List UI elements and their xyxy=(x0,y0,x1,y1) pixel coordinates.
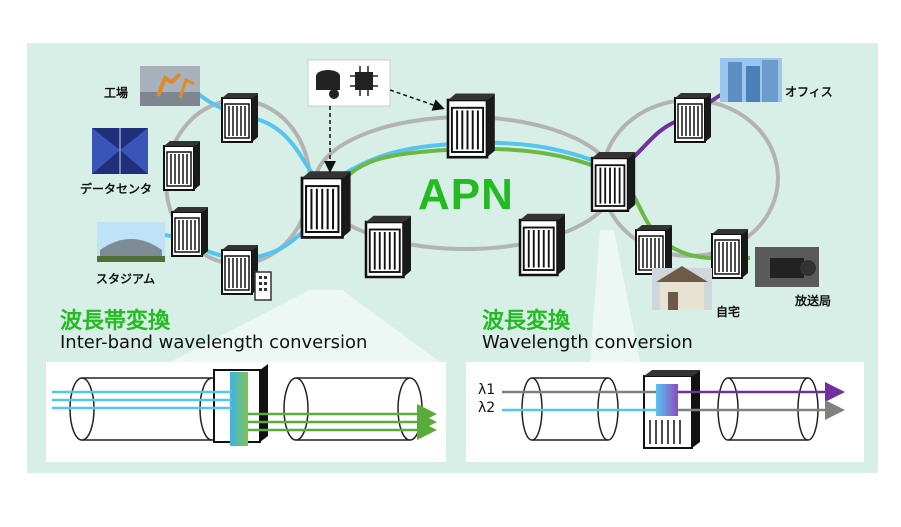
lambda2-label: λ2 xyxy=(478,400,496,416)
node-center-top xyxy=(446,92,497,159)
left-converter xyxy=(213,364,268,446)
node-left-top xyxy=(221,92,259,143)
factory-photo xyxy=(140,66,200,106)
broadcast-photo xyxy=(755,247,819,287)
datacenter-label: データセンタ xyxy=(80,182,153,196)
node-right-low xyxy=(635,224,673,275)
office-label: オフィス xyxy=(785,85,833,99)
right-zoom-wedge xyxy=(590,230,640,362)
datacenter-photo xyxy=(92,128,148,174)
apn-label: APN xyxy=(418,170,514,219)
right-panel-title-en: Wavelength conversion xyxy=(482,332,693,353)
building-icon xyxy=(254,271,272,301)
home-photo xyxy=(652,266,712,310)
node-left-hub xyxy=(300,169,352,239)
node-right-top xyxy=(674,92,712,143)
lambda1-label: λ1 xyxy=(478,382,496,398)
left-green-beams xyxy=(248,404,437,440)
left-panel-title-en: Inter-band wavelength conversion xyxy=(60,332,368,353)
node-right-hub xyxy=(590,150,637,213)
right-beams xyxy=(502,382,845,420)
office-photo xyxy=(720,58,782,102)
broadcast-label: 放送局 xyxy=(795,294,832,308)
stadium-photo xyxy=(97,222,165,262)
node-right-bottom xyxy=(711,228,749,279)
left-blue-beams xyxy=(52,390,232,410)
stadium-label: スタジアム xyxy=(96,272,156,286)
left-output-fiber xyxy=(283,377,423,441)
left-zoom-wedge xyxy=(170,290,440,362)
node-center-low-left xyxy=(364,214,413,279)
factory-label: 工場 xyxy=(104,86,129,100)
left-panel-title-jp: 波長帯変換 xyxy=(60,309,171,334)
home-label: 自宅 xyxy=(716,305,741,319)
right-panel-title-jp: 波長変換 xyxy=(482,309,571,334)
controller-icon xyxy=(307,59,391,107)
node-left-bottom xyxy=(221,244,259,295)
node-center-low-right xyxy=(518,212,567,277)
node-left-low xyxy=(171,206,209,257)
node-left-mid xyxy=(163,140,201,191)
